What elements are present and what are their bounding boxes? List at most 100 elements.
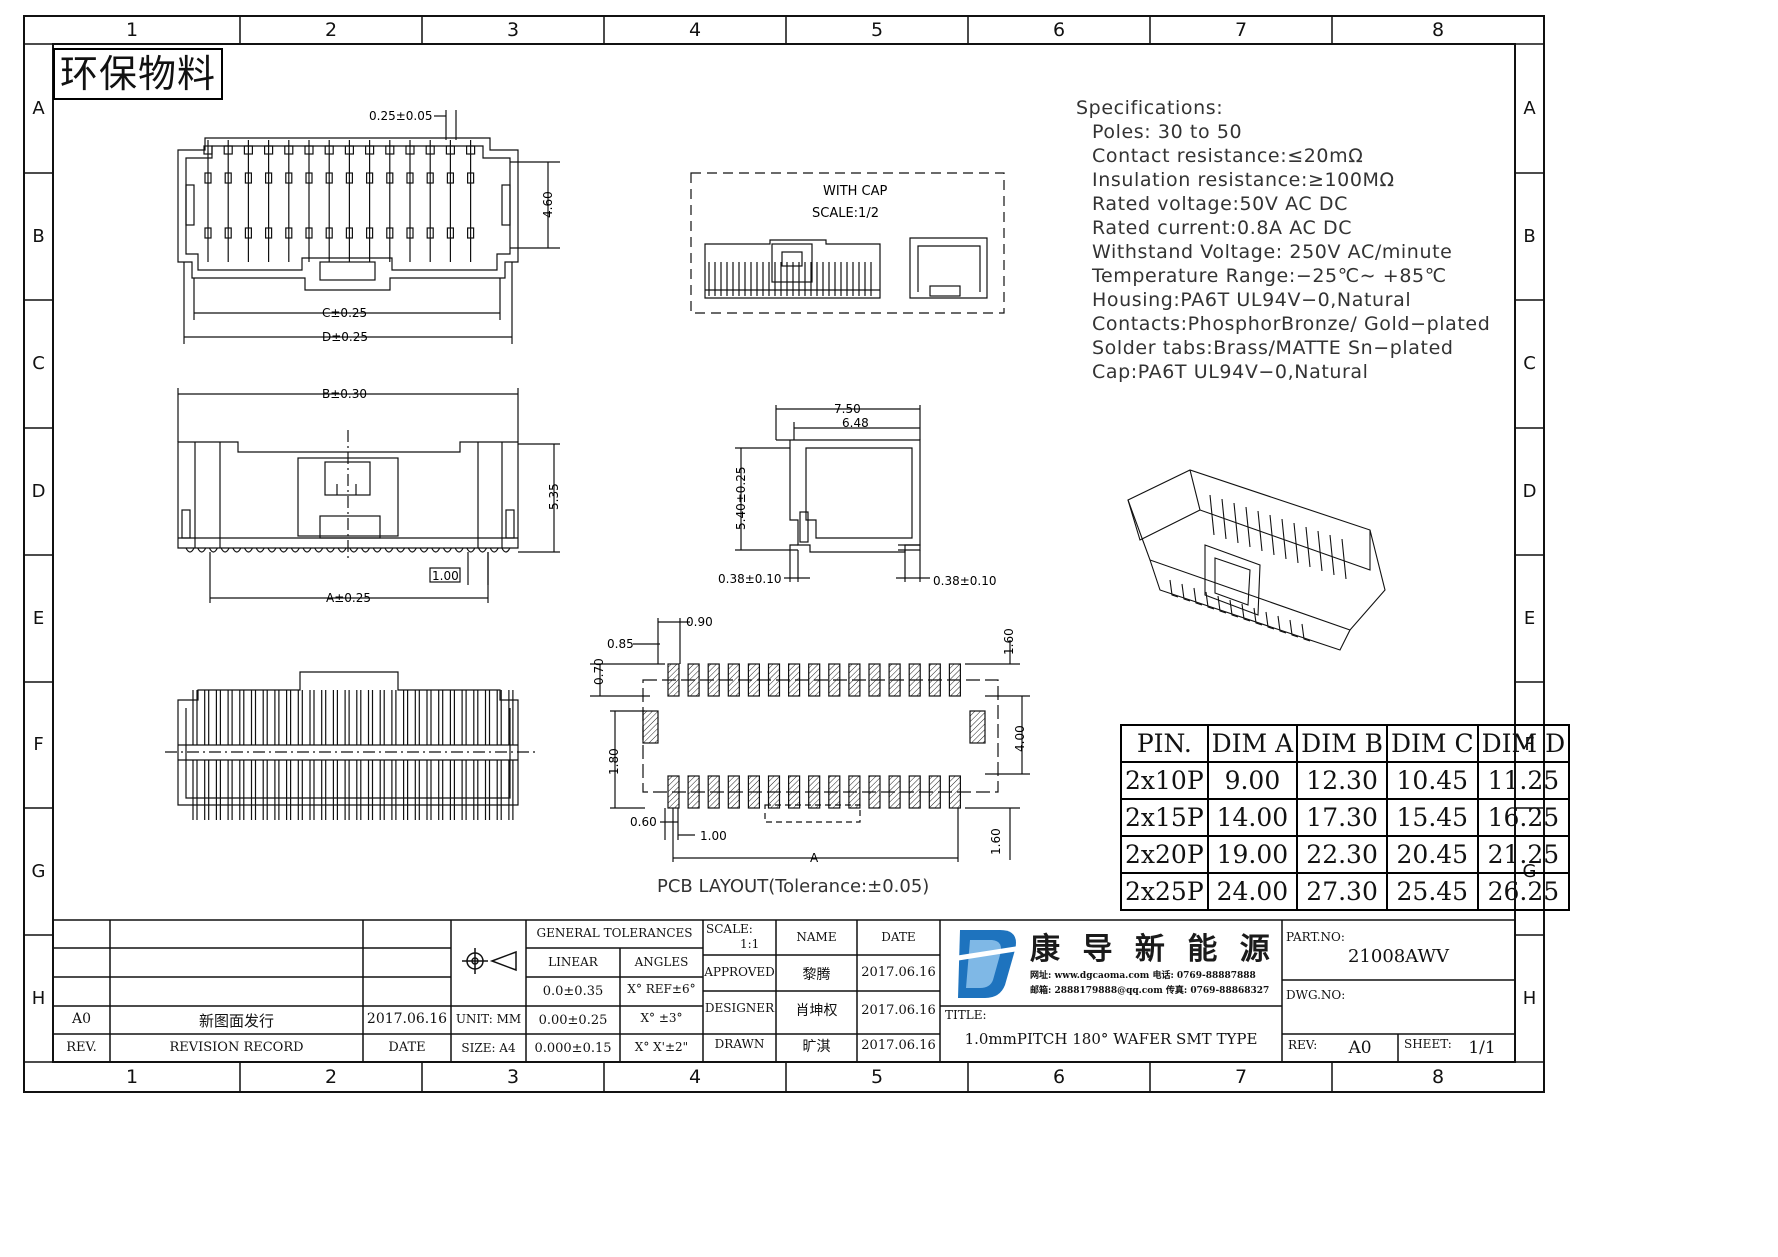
tb-part-no-label: PART.NO: [1286,930,1345,944]
dim-table-cell: 21.25 [1476,835,1571,874]
tb-sheet-label: SHEET: [1404,1037,1452,1051]
tb-designer-date: 2017.06.16 [861,1003,936,1018]
projection-symbol-icon [462,948,517,974]
bottom-view [165,671,535,820]
tb-designer-name: 肖坤权 [795,1003,838,1019]
grid-col-label-top: 8 [1431,19,1445,41]
tb-revision-date: 2017.06.16 [366,1011,448,1027]
dim-table-cell: 2x25P [1120,872,1209,911]
tb-tol-linear-1: 0.00±0.25 [538,1013,608,1028]
tb-tol-angles-1: X° ±3° [640,1011,683,1025]
dim-table-cell: 14.00 [1206,798,1299,837]
cap-label-line1: WITH CAP [823,184,888,199]
dim-table-cell: 2x10P [1120,761,1209,800]
tb-approved-name: 黎腾 [802,967,831,983]
tb-title-label: TITLE: [945,1008,987,1022]
pcb-dim-160-bottom: 1.60 [989,828,1003,855]
dim-table-header: PIN. [1120,724,1209,763]
tb-designer-label: DESIGNER [704,1001,775,1015]
spec-line: Contact resistance:≤20mΩ [1092,145,1364,167]
grid-row-label-left: H [31,987,46,1009]
company-logo-icon [957,930,1023,998]
cap-label-line2: SCALE:1/2 [812,206,879,221]
tb-tol-linear-0: 0.0±0.35 [542,984,604,999]
tb-company-name: 康 导 新 能 源 [1030,932,1276,967]
grid-row-label-right: A [1523,97,1536,119]
tb-rev-value: A0 [71,1011,92,1027]
tb-drawn-name: 旷淇 [802,1039,831,1055]
front-dim-height: 5.35 [547,483,561,510]
tb-drawn-label: DRAWN [714,1037,765,1051]
grid-row-label-left: B [32,225,45,247]
tb-sheet-value: 1/1 [1468,1038,1496,1058]
grid-row-label-left: A [32,97,45,119]
tb-angles: ANGLES [634,955,689,969]
dim-table-cell: 16.25 [1476,798,1571,837]
dim-table-cell: 19.00 [1206,835,1299,874]
grid-row-label-left: G [31,860,46,882]
tb-revision-record-label: REVISION RECORD [169,1040,304,1055]
dim-table-cell: 17.30 [1296,798,1389,837]
spec-line: Housing:PA6T UL94V−0,Natural [1092,289,1412,311]
pcb-dim-180: 1.80 [607,748,621,775]
grid-col-label-bottom: 5 [870,1066,884,1088]
dim-table-cell: 9.00 [1206,761,1299,800]
front-view [177,388,560,603]
top-dim-pin: 0.25±0.05 [369,109,433,123]
grid-row-label-left: D [31,480,46,502]
spec-line: Withstand Voltage: 250V AC/minute [1092,241,1453,263]
pcb-dim-070: 0.70 [592,658,606,685]
side-dim-tab-left: 0.38±0.10 [718,572,782,586]
grid-col-label-top: 6 [1052,19,1066,41]
front-dim-b: B±0.30 [322,387,367,401]
grid-row-label-left: E [32,607,45,629]
grid-col-label-top: 7 [1234,19,1248,41]
outer-border [23,15,1545,1093]
tb-linear: LINEAR [548,955,598,969]
spec-line: Rated voltage:50V AC DC [1092,193,1348,215]
tb-title-value: 1.0mmPITCH 180° WAFER SMT TYPE [964,1030,1258,1048]
grid-row-label-right: C [1523,353,1536,374]
inner-border [52,43,1516,1063]
spec-line: Insulation resistance:≥100MΩ [1092,169,1395,191]
tb-tol-angles-2: X° X'±2" [634,1040,689,1054]
dim-table-cell: 22.30 [1296,835,1389,874]
title-block-lines [53,919,1515,1062]
eco-material-stamp: 环保物料 [53,48,223,100]
dim-table-header: DIM C [1386,724,1479,763]
isometric-view [1127,469,1386,651]
pcb-dim-090: 0.90 [686,615,713,629]
tb-name-label: NAME [796,930,837,944]
grid-col-label-bottom: 8 [1431,1066,1445,1088]
dim-table-cell: 10.45 [1386,761,1479,800]
tb-approved-date: 2017.06.16 [861,965,936,980]
dim-table-cell: 27.30 [1296,872,1389,911]
pcb-dim-160-top: 1.60 [1002,628,1016,655]
tb-tol-linear-2: 0.000±0.15 [534,1041,612,1056]
tb-scale-label: SCALE: [706,922,753,936]
tb-scale-value: 1:1 [740,937,760,951]
spec-line: Rated current:0.8A AC DC [1092,217,1353,239]
pcb-caption: PCB LAYOUT(Tolerance:±0.05) [657,876,929,897]
tb-rev-value-right: A0 [1348,1038,1372,1058]
side-view [735,405,930,582]
spec-line: Temperature Range:−25℃∼ +85℃ [1092,265,1447,287]
grid-row-label-right: B [1523,225,1536,247]
tb-date-label: DATE [388,1040,426,1055]
dim-table-cell: 2x20P [1120,835,1209,874]
spec-line: Contacts:PhosphorBronze/ Gold−plated [1092,313,1491,335]
tb-part-no-value: 21008AWV [1347,946,1450,967]
grid-row-label-left: F [33,734,44,755]
tb-drawn-date: 2017.06.16 [861,1038,936,1053]
pcb-dim-060: 0.60 [630,815,657,829]
grid-col-label-bottom: 6 [1052,1066,1066,1088]
column-grid [23,16,1545,1092]
pcb-dim-400: 4.00 [1013,725,1027,752]
tb-company-contact-1: 网址: www.dgcaoma.com 电话: 0769-88887888 [1030,971,1256,981]
tb-revision-value: 新图面发行 [198,1012,274,1030]
